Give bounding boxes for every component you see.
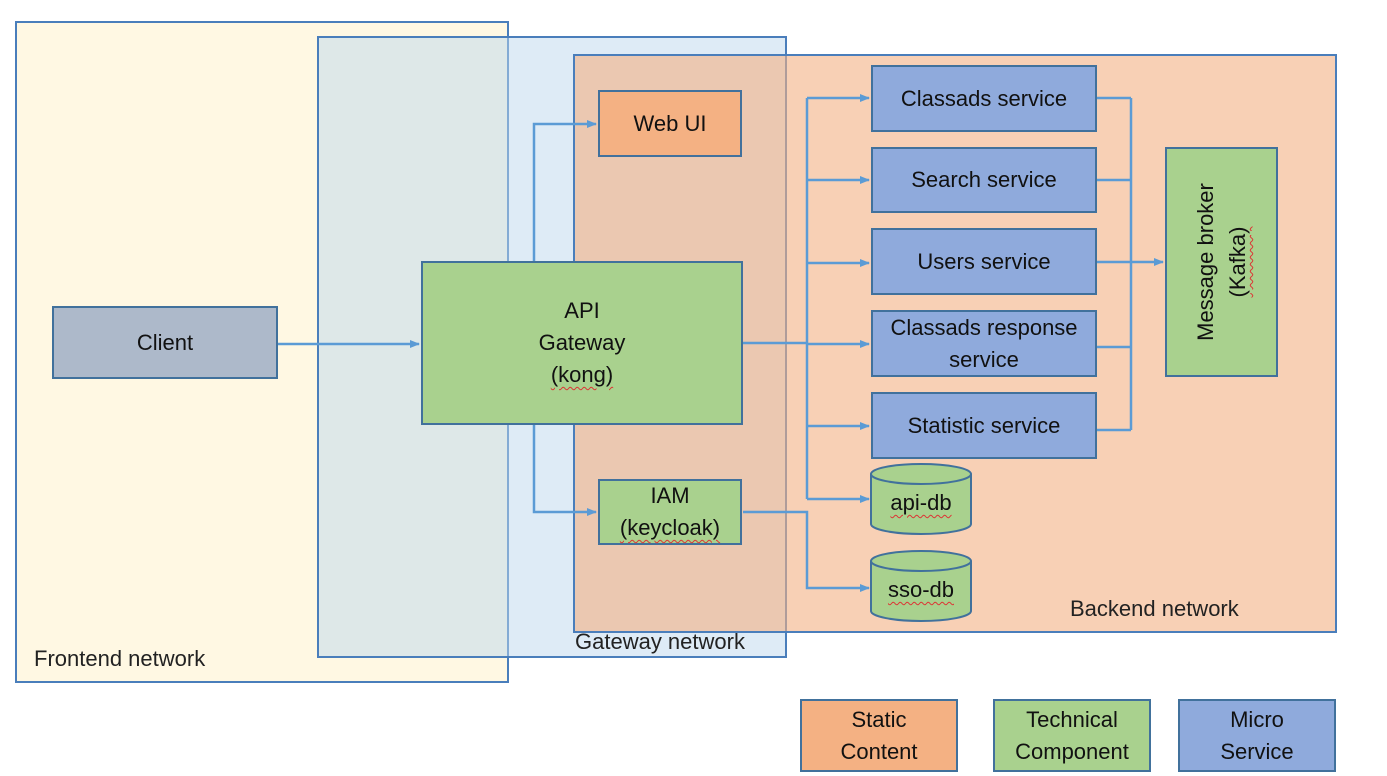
classads-response-line-1: Classads response <box>890 314 1078 340</box>
client-label: Client <box>136 329 194 355</box>
api-db-label: api-db <box>890 490 952 515</box>
message-broker-line-1: Message broker <box>1192 183 1218 341</box>
arrow-gateway-to-iam <box>532 425 597 516</box>
web-ui-label: Web UI <box>633 110 707 136</box>
api-db-icon <box>870 463 972 535</box>
legend-static-line-1: Static <box>851 706 907 732</box>
api-gateway-line-1: API <box>564 298 600 323</box>
frontend-network-label: Frontend network <box>34 646 206 671</box>
legend-technical-component: Technical Component <box>993 699 1151 772</box>
legend-micro-line-2: Service <box>1220 738 1294 764</box>
arrow-gateway-to-webui <box>532 120 597 261</box>
users-service-box: Users service <box>871 228 1097 295</box>
classads-service-box: Classads service <box>871 65 1097 132</box>
message-broker-box: Message broker (Kafka) <box>1165 147 1278 377</box>
client-box: Client <box>52 306 278 379</box>
sso-db-label: sso-db <box>887 577 955 602</box>
legend-static-content: Static Content <box>800 699 958 772</box>
legend-micro-line-1: Micro <box>1230 706 1284 732</box>
message-broker-text: Message broker (Kafka) <box>1190 183 1254 341</box>
iam-line-2: (keycloak) <box>619 515 721 540</box>
legend-static-line-2: Content <box>840 738 918 764</box>
statistic-service-label: Statistic service <box>907 412 1061 438</box>
iam-box: IAM (keycloak) <box>598 479 742 545</box>
api-gateway-line-2: Gateway <box>538 330 626 355</box>
arrow-iam-to-ssodb <box>743 510 870 592</box>
users-service-label: Users service <box>917 248 1051 274</box>
classads-response-line-2: service <box>949 346 1019 372</box>
api-db-cylinder: api-db <box>869 462 973 536</box>
classads-response-service-box: Classads response service <box>871 310 1097 377</box>
sso-db-cylinder: sso-db <box>869 549 973 623</box>
web-ui-box: Web UI <box>598 90 742 157</box>
statistic-service-box: Statistic service <box>871 392 1097 459</box>
gateway-network-label: Gateway network <box>575 629 745 654</box>
legend-micro-service: Micro Service <box>1178 699 1336 772</box>
search-service-label: Search service <box>911 167 1057 192</box>
iam-line-1: IAM <box>650 483 690 508</box>
legend-technical-line-1: Technical <box>1026 706 1118 732</box>
search-service-box: Search service <box>871 147 1097 213</box>
message-broker-line-2: (Kafka) <box>1224 226 1250 298</box>
api-gateway-line-3: (kong) <box>550 362 614 387</box>
classads-service-label: Classads service <box>900 85 1068 111</box>
sso-db-icon <box>870 550 972 622</box>
api-gateway-box: API Gateway (kong) <box>421 261 743 425</box>
legend-technical-line-2: Component <box>1015 738 1129 764</box>
backend-network-label: Backend network <box>1070 596 1239 621</box>
